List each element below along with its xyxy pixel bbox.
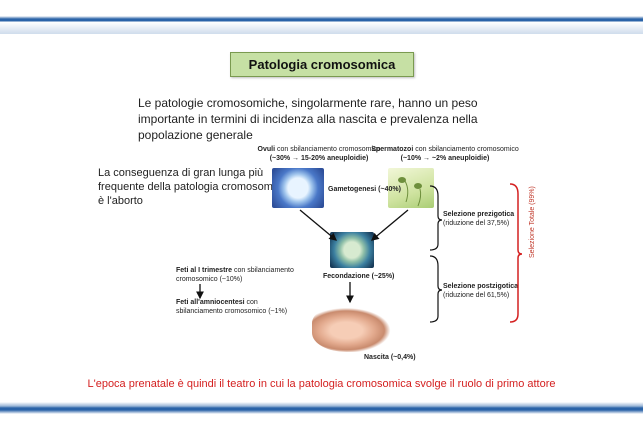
zygote-image [330,232,374,268]
egg-image [272,168,324,208]
side-note: La conseguenza di gran lunga più frequen… [98,167,287,207]
nascita-label: Nascita (~0,4%) [364,354,416,361]
fecondazione-label: Fecondazione (~25%) [323,273,395,280]
newborn-image [312,304,398,352]
conclusion-text: L'epoca prenatale è quindi il teatro in … [87,378,556,390]
brace-prezigotica [429,185,443,251]
ovuli-label: Ovuli con sbilanciamento cromosomico (~3… [257,146,381,162]
gametogenesi-label: Gametogenesi (~40%) [328,186,401,193]
slide-title: Patologia cromosomica [230,52,414,77]
feti-trimestre-label: Feti al I trimestre con sbilanciamento c… [176,267,294,283]
arrow-sperm-to-zygote [371,209,409,241]
selezione-postzigotica-label: Selezione postzigotica(riduzione del 61,… [443,283,519,299]
footer-bar [0,402,643,428]
spermatozoi-label: Spermatozoi con sbilanciamento cromosomi… [371,146,519,162]
brace-postzigotica [429,255,443,323]
intro-text: Le patologie cromosomiche, singolarmente… [138,96,478,142]
selezione-prezigotica-label: Selezione prezigotica(riduzione del 37,5… [443,211,515,227]
sperm-image [388,168,434,208]
arrow-egg-to-zygote [299,209,337,241]
header-bar [0,0,643,34]
brace-totale [509,183,523,323]
feti-amniocentesi-label: Feti all'amniocentesi con sbilanciamento… [176,299,288,315]
